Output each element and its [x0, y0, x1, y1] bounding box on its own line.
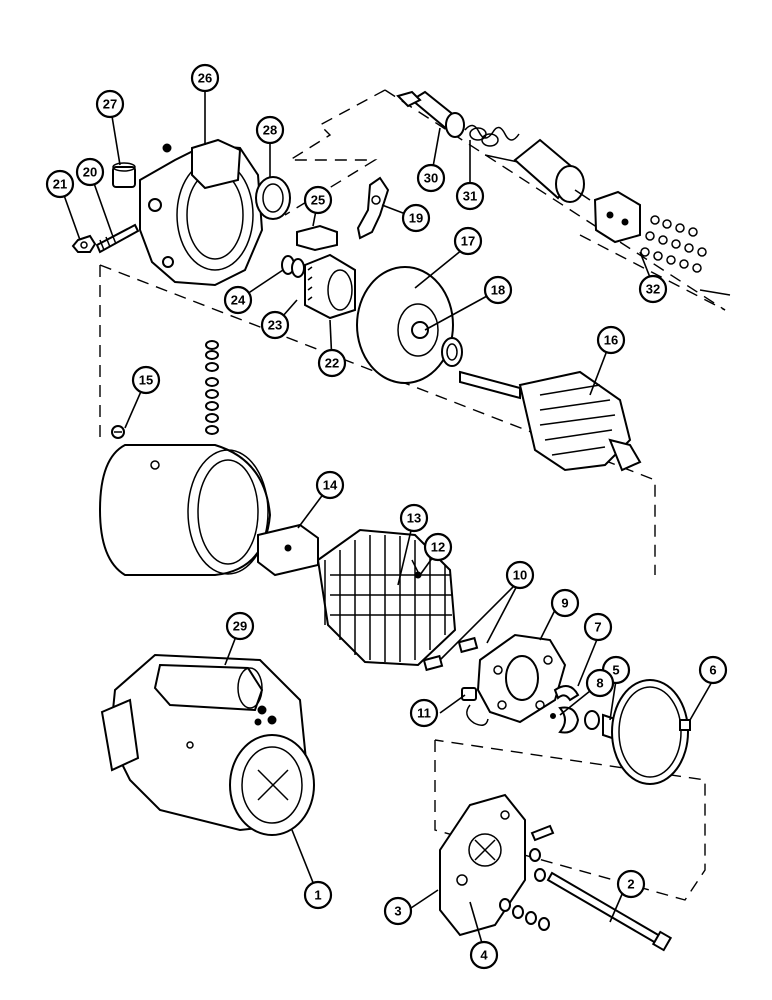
pole-shoe [257, 523, 319, 577]
callout-32: 32 [638, 274, 668, 304]
stud [95, 223, 140, 254]
callout-label-16: 16 [604, 333, 618, 348]
callout-25: 25 [303, 185, 333, 215]
callout-label-17: 17 [461, 234, 475, 249]
callout-22: 22 [317, 348, 347, 378]
callout-label-14: 14 [323, 478, 338, 493]
callout-label-30: 30 [424, 171, 438, 186]
field-coil [316, 528, 457, 667]
callout-label-31: 31 [463, 189, 477, 204]
callout-21: 21 [45, 169, 75, 199]
callout-17: 17 [453, 226, 483, 256]
callout-12: 12 [423, 532, 453, 562]
callout-label-23: 23 [268, 318, 282, 333]
callout-13: 13 [399, 503, 429, 533]
callout-label-24: 24 [231, 293, 246, 308]
callout-label-1: 1 [314, 888, 321, 903]
callout-label-21: 21 [53, 177, 67, 192]
callout-2: 2 [616, 869, 646, 899]
through-bolt [546, 871, 673, 952]
callout-16: 16 [596, 325, 626, 355]
shift-lever [356, 176, 390, 240]
callout-label-6: 6 [709, 663, 716, 678]
callout-label-29: 29 [233, 619, 247, 634]
brush-spring [461, 687, 489, 726]
callout-label-22: 22 [325, 356, 339, 371]
callout-31: 31 [455, 181, 485, 211]
callout-23: 23 [260, 310, 290, 340]
thrust-washer [281, 255, 305, 278]
callout-27: 27 [95, 89, 125, 119]
callout-11: 11 [409, 698, 439, 728]
callout-label-28: 28 [263, 123, 277, 138]
assembled-starter-motor [100, 653, 315, 836]
callout-label-20: 20 [83, 165, 97, 180]
callout-1: 1 [303, 880, 333, 910]
callout-label-32: 32 [646, 282, 660, 297]
spring [464, 124, 520, 147]
callout-18: 18 [483, 275, 513, 305]
callout-10: 10 [505, 560, 535, 590]
pivot-block [296, 224, 338, 252]
callout-6: 6 [698, 655, 728, 685]
callout-label-13: 13 [407, 511, 421, 526]
callout-4: 4 [469, 940, 499, 970]
solenoid-cover-kit [593, 190, 731, 296]
cover-fasteners [499, 824, 555, 931]
callout-label-19: 19 [409, 211, 423, 226]
callout-19: 19 [401, 203, 431, 233]
plunger [396, 90, 465, 138]
callout-label-7: 7 [594, 620, 601, 635]
terminal-hardware-stack [205, 340, 219, 435]
yoke-frame [98, 444, 272, 576]
callout-26: 26 [190, 63, 220, 93]
callout-label-15: 15 [139, 373, 153, 388]
callout-label-26: 26 [198, 71, 212, 86]
callout-label-2: 2 [627, 877, 634, 892]
drive-end-housing [139, 138, 264, 287]
callout-29: 29 [225, 611, 255, 641]
drive-pinion [304, 253, 356, 320]
callout-label-10: 10 [513, 568, 527, 583]
callout-label-3: 3 [394, 904, 401, 919]
brake-washer [441, 337, 463, 367]
armature [459, 370, 642, 472]
seal-ring [255, 176, 291, 220]
callout-label-9: 9 [561, 596, 568, 611]
callout-label-12: 12 [431, 540, 445, 555]
callout-14: 14 [315, 470, 345, 500]
callout-28: 28 [255, 115, 285, 145]
bush [112, 162, 136, 188]
callout-label-25: 25 [311, 193, 325, 208]
callout-9: 9 [550, 588, 580, 618]
callout-label-4: 4 [480, 948, 488, 963]
callout-20: 20 [75, 157, 105, 187]
callout-3: 3 [383, 896, 413, 926]
callout-8: 8 [585, 668, 615, 698]
callout-30: 30 [416, 163, 446, 193]
callout-label-27: 27 [103, 97, 117, 112]
callout-15: 15 [131, 365, 161, 395]
end-cap-seal [553, 685, 580, 702]
solenoid-body [484, 138, 591, 203]
screw [111, 425, 125, 439]
cover-band [611, 679, 691, 785]
plug [550, 706, 580, 734]
callout-label-5: 5 [612, 663, 619, 678]
callout-label-18: 18 [491, 283, 505, 298]
brush-plate [476, 633, 567, 724]
callout-label-8: 8 [596, 676, 603, 691]
intermediate-bracket [356, 266, 454, 384]
callout-label-11: 11 [417, 706, 431, 721]
nut [71, 234, 97, 253]
brushes [422, 636, 479, 672]
callout-24: 24 [223, 285, 253, 315]
callout-7: 7 [583, 612, 613, 642]
